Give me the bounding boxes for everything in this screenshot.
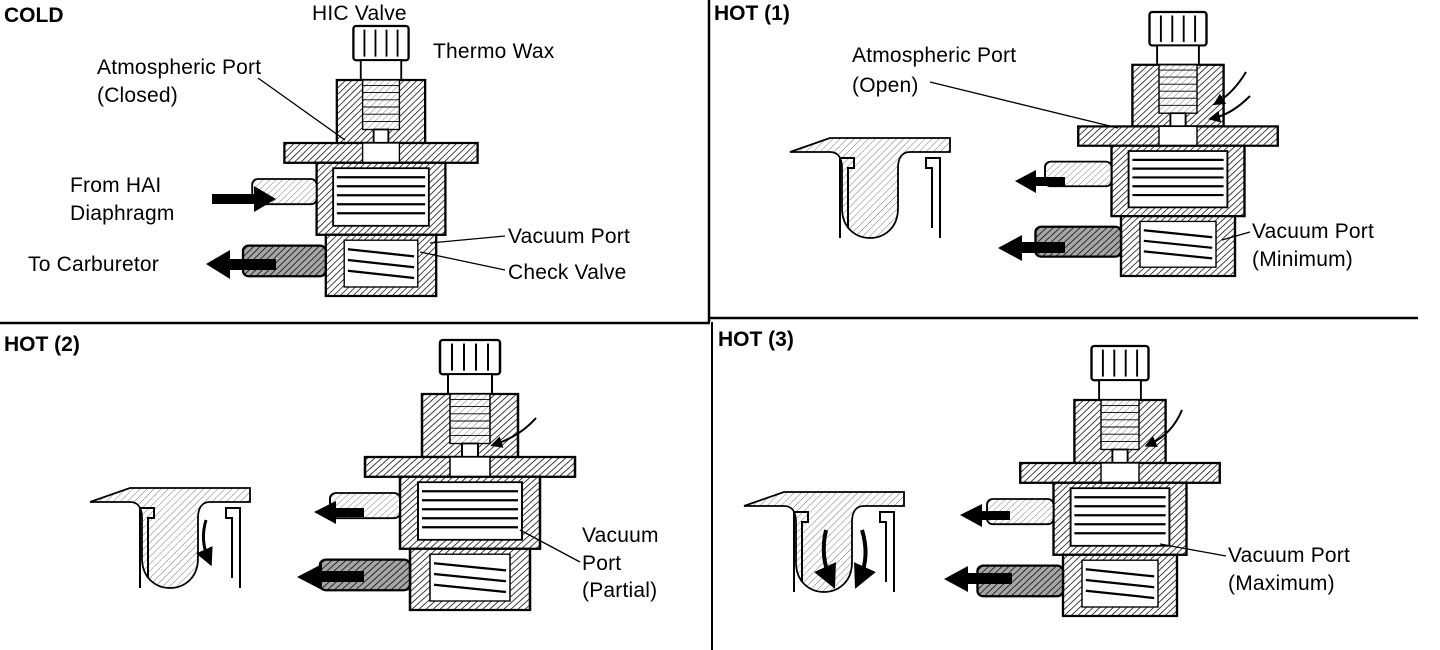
cold-atm-port-label: Atmospheric Port — [97, 56, 262, 79]
hot1-leader-lines — [929, 81, 1251, 241]
hot2-port-state-label: (Partial) — [582, 579, 658, 602]
hot1-arrows — [998, 71, 1251, 261]
hot2-port-label: Port — [582, 552, 622, 575]
cold-arrow-to-carburetor — [206, 250, 276, 279]
hot1-vacuum-port-state-label: (Minimum) — [1252, 248, 1353, 271]
cold-arrow-from-hai — [212, 186, 276, 212]
hot1-atm-port-state-label: (Open) — [852, 74, 919, 97]
hot1-atm-port-label: Atmospheric Port — [852, 44, 1017, 67]
hot2-leader-lines — [519, 529, 581, 563]
cold-diaphragm-label: Diaphragm — [70, 202, 175, 225]
hot1-vacuum-port-label: Vacuum Port — [1252, 220, 1375, 243]
cold-thermo-wax-label: Thermo Wax — [433, 40, 555, 63]
cold-to-carburetor-label: To Carburetor — [28, 253, 159, 276]
hot3-leader-lines — [1159, 543, 1227, 557]
cold-leader-lines — [257, 77, 506, 271]
cold-atm-port-state-label: (Closed) — [97, 84, 178, 107]
hot3-valve-drawing — [976, 344, 1221, 618]
cold-hic-valve-label: HIC Valve — [312, 2, 407, 25]
cold-valve-drawing — [241, 24, 479, 298]
hot3-arrows — [944, 409, 1183, 592]
hot3-vacuum-port-label: Vacuum Port — [1228, 544, 1351, 567]
cold-from-hai-label: From HAI — [70, 174, 162, 197]
hot2-port-detail — [89, 487, 251, 589]
hot3-vacuum-port-state-label: (Maximum) — [1228, 572, 1335, 595]
hot3-port-detail — [743, 491, 905, 593]
hot2-vacuum-label: Vacuum — [582, 524, 659, 547]
cold-vacuum-port-label: Vacuum Port — [508, 225, 631, 248]
hot2-arrows — [297, 417, 537, 590]
cold-title: COLD — [4, 4, 64, 27]
hot2-title: HOT (2) — [4, 333, 80, 356]
hot1-title: HOT (1) — [714, 2, 790, 25]
cold-check-valve-label: Check Valve — [508, 261, 627, 284]
hot3-title: HOT (3) — [718, 328, 794, 351]
hot1-valve-drawing — [1034, 10, 1279, 278]
hot1-port-detail — [789, 137, 951, 239]
hot2-valve-drawing — [318, 338, 577, 612]
